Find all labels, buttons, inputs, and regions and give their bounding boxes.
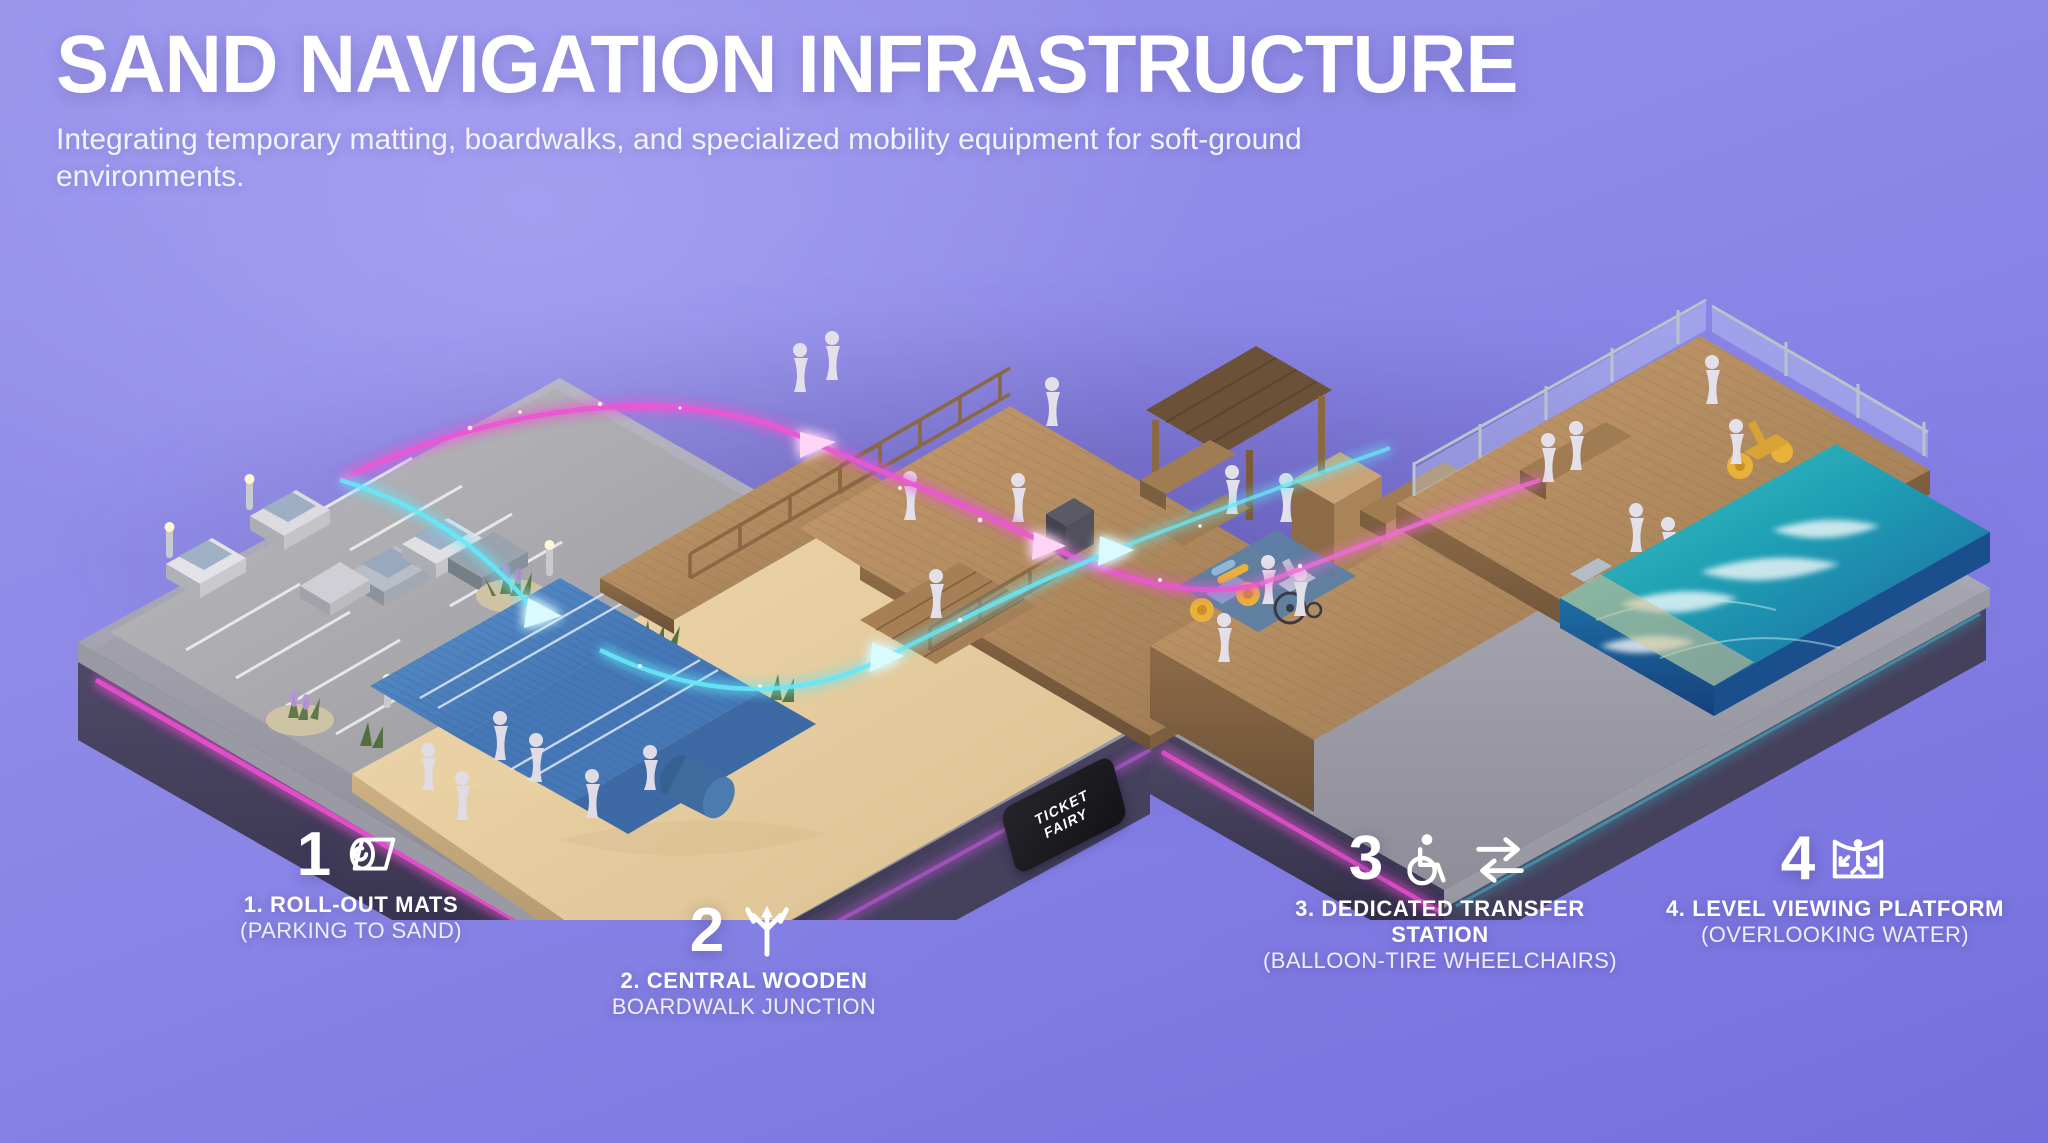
legend-item-transfer-station[interactable]: 3 3. DEDICATED TRANSFER STATION (BA	[1250, 828, 1630, 974]
legend-item-viewing-platform[interactable]: 4 4. LEVEL VIEWING PLATFORM (OVERLOOKING…	[1660, 828, 2010, 948]
path-glow-cyan	[339, 446, 1391, 692]
legend-1-title: 1. ROLL-OUT MATS	[243, 892, 459, 917]
page-title: SAND NAVIGATION INFRASTRUCTURE	[56, 19, 1518, 110]
legend-3-head: 3	[1250, 828, 1630, 890]
legend-4-subtitle: (OVERLOOKING WATER)	[1701, 922, 1969, 947]
legend-4-number: 4	[1780, 824, 1816, 894]
isometric-diorama	[78, 298, 1990, 920]
zone-water	[1560, 444, 1990, 716]
legend-1-subtitle: (PARKING TO SAND)	[240, 918, 462, 943]
zone-viewing-platform	[1396, 298, 1930, 662]
path-glow-magenta	[338, 403, 1541, 593]
legend-3-number: 3	[1348, 824, 1384, 894]
mat-roll	[660, 755, 735, 819]
legend-4-head: 4	[1660, 828, 2010, 890]
legend-item-boardwalk-junction[interactable]: 2 2. CENTRAL WOODEN BOARDWALK JUNCTION	[574, 900, 914, 1020]
figures-mat-crew	[421, 711, 658, 820]
viewing-platform-icon	[1827, 828, 1889, 890]
legend-1-number: 1	[296, 820, 332, 890]
path-sparkles	[467, 401, 1303, 688]
figures-deck	[793, 331, 1308, 662]
zone-parking-lot	[110, 388, 800, 774]
page-subtitle: Integrating temporary matting, boardwalk…	[56, 122, 1302, 194]
rolled-mat-icon	[343, 824, 405, 886]
legend-4-title: 4. LEVEL VIEWING PLATFORM	[1665, 896, 2005, 921]
parked-cars	[166, 490, 528, 616]
legend-3-subtitle: (BALLOON-TIRE WHEELCHAIRS)	[1263, 948, 1617, 973]
legend-2-subtitle: BOARDWALK JUNCTION	[611, 994, 877, 1019]
legend-2-number: 2	[689, 896, 725, 966]
swap-arrows-icon	[1469, 828, 1531, 890]
trash-bin	[1046, 498, 1094, 560]
wheelchair-transfer-icon	[1395, 828, 1457, 890]
legend-item-roll-out-mats[interactable]: 1 1. ROLL-OUT MATS (PARKING TO SAND)	[186, 824, 516, 944]
legend-3-title: 3. DEDICATED TRANSFER STATION	[1295, 896, 1585, 947]
legend-1-head: 1	[186, 824, 516, 886]
shade-canopy	[1146, 346, 1332, 520]
junction-arrows-icon	[736, 900, 798, 962]
legend-2-head: 2	[574, 900, 914, 962]
legend-2-title: 2. CENTRAL WOODEN	[620, 968, 868, 993]
header: SAND NAVIGATION INFRASTRUCTURE Integrati…	[56, 19, 2016, 196]
platform-railing	[1412, 298, 1929, 496]
planters	[266, 563, 548, 736]
